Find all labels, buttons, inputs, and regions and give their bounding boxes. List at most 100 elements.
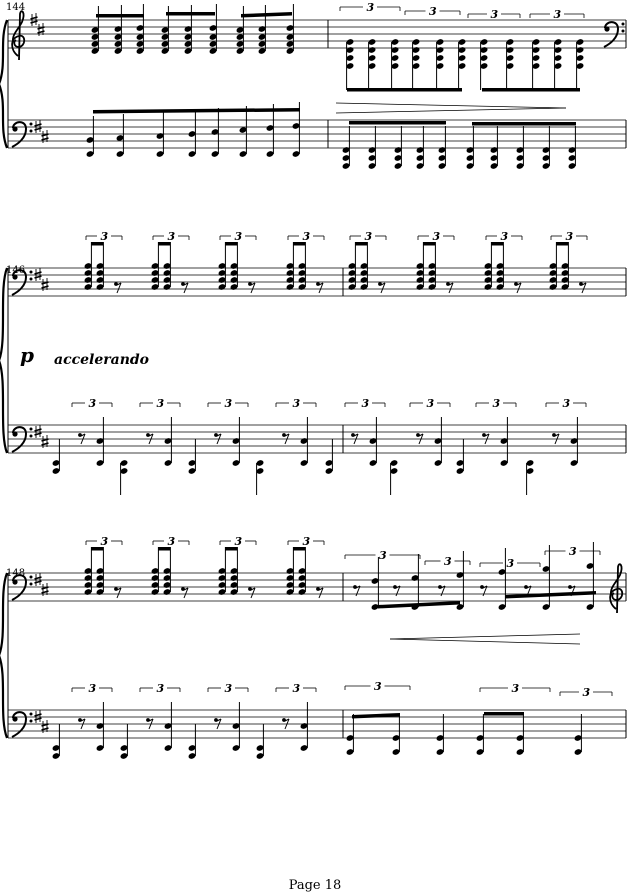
- notehead: [84, 582, 92, 588]
- notehead: [570, 460, 578, 466]
- notehead: [236, 34, 244, 40]
- crescendo-hairpin: [389, 633, 581, 645]
- notehead: [346, 55, 354, 61]
- notehead: [484, 277, 492, 283]
- notehead: [163, 277, 171, 283]
- notehead: [230, 589, 238, 595]
- notehead: [163, 568, 171, 574]
- measure-number-146: 146: [6, 265, 25, 276]
- chord: [188, 724, 196, 759]
- rest-dot: [353, 585, 357, 589]
- chord: [188, 439, 196, 474]
- notehead: [163, 284, 171, 290]
- chord: [532, 39, 540, 90]
- rest-stem: [148, 718, 154, 730]
- notehead: [151, 575, 159, 581]
- notehead: [516, 163, 524, 169]
- notehead: [390, 460, 398, 466]
- beam: [158, 242, 170, 246]
- sharp-icon: [34, 573, 42, 586]
- notehead: [549, 284, 557, 290]
- beam: [378, 601, 460, 609]
- notehead: [151, 568, 159, 574]
- measure-number-144: 144: [6, 2, 25, 13]
- notehead: [496, 284, 504, 290]
- notehead: [286, 277, 294, 283]
- chord: [480, 39, 488, 90]
- chord: [151, 547, 159, 595]
- tuplet-bracket: 3: [152, 230, 190, 243]
- rest-stem: [440, 585, 446, 597]
- notehead: [368, 47, 376, 53]
- beam: [293, 547, 305, 551]
- sharp-icon: [30, 13, 38, 26]
- notehead: [416, 270, 424, 276]
- notehead: [346, 63, 354, 69]
- notehead: [211, 129, 219, 135]
- notehead: [346, 735, 354, 741]
- bass-clef-dot: [621, 29, 625, 33]
- notehead: [532, 55, 540, 61]
- chord: [230, 242, 238, 290]
- tuplet-number: 3: [235, 535, 243, 548]
- tuplet-number: 3: [157, 397, 165, 410]
- bass-clef-icon: [11, 711, 28, 738]
- sharp-stroke: [41, 438, 49, 442]
- notehead: [292, 151, 300, 157]
- notehead: [416, 147, 424, 153]
- notehead: [436, 47, 444, 53]
- upper-staff: [8, 572, 626, 602]
- chord: [371, 557, 379, 610]
- notehead: [286, 589, 294, 595]
- notehead: [576, 55, 584, 61]
- rest-stem: [250, 282, 256, 294]
- chord: [96, 417, 104, 466]
- notehead: [325, 468, 333, 474]
- notehead: [298, 270, 306, 276]
- chord: [239, 106, 247, 157]
- notehead: [490, 163, 498, 169]
- notehead: [96, 438, 104, 444]
- rest-dot: [248, 282, 252, 286]
- notehead: [236, 41, 244, 47]
- notehead: [496, 270, 504, 276]
- notehead: [96, 589, 104, 595]
- notehead: [292, 123, 300, 129]
- chord: [554, 39, 562, 90]
- chord: [86, 116, 94, 157]
- notehead: [84, 270, 92, 276]
- chord: [96, 702, 104, 751]
- tuplet-number: 3: [507, 557, 515, 570]
- rest-stem: [80, 433, 86, 445]
- notehead: [298, 277, 306, 283]
- notehead: [256, 460, 264, 466]
- diminuendo-hairpin: [335, 102, 567, 114]
- notehead: [368, 63, 376, 69]
- rest-dot: [316, 282, 320, 286]
- notehead: [516, 155, 524, 161]
- beam: [349, 121, 446, 125]
- notehead: [368, 163, 376, 169]
- notehead: [348, 277, 356, 283]
- notehead: [484, 284, 492, 290]
- rest-stem: [482, 585, 488, 597]
- notehead: [480, 63, 488, 69]
- beam: [352, 713, 400, 719]
- bass-clef-dot: [29, 712, 33, 716]
- notehead: [549, 270, 557, 276]
- chord: [96, 242, 104, 290]
- notehead: [434, 438, 442, 444]
- eighth-rest: [282, 433, 290, 445]
- notehead: [391, 55, 399, 61]
- tuplet-number: 3: [293, 682, 301, 695]
- rest-dot: [114, 282, 118, 286]
- notehead: [549, 277, 557, 283]
- notehead: [416, 155, 424, 161]
- notehead: [84, 284, 92, 290]
- notehead: [230, 263, 238, 269]
- tuplet-number: 3: [569, 545, 577, 558]
- beam: [505, 591, 596, 599]
- eighth-rest: [181, 587, 189, 599]
- tuplet-number: 3: [563, 397, 571, 410]
